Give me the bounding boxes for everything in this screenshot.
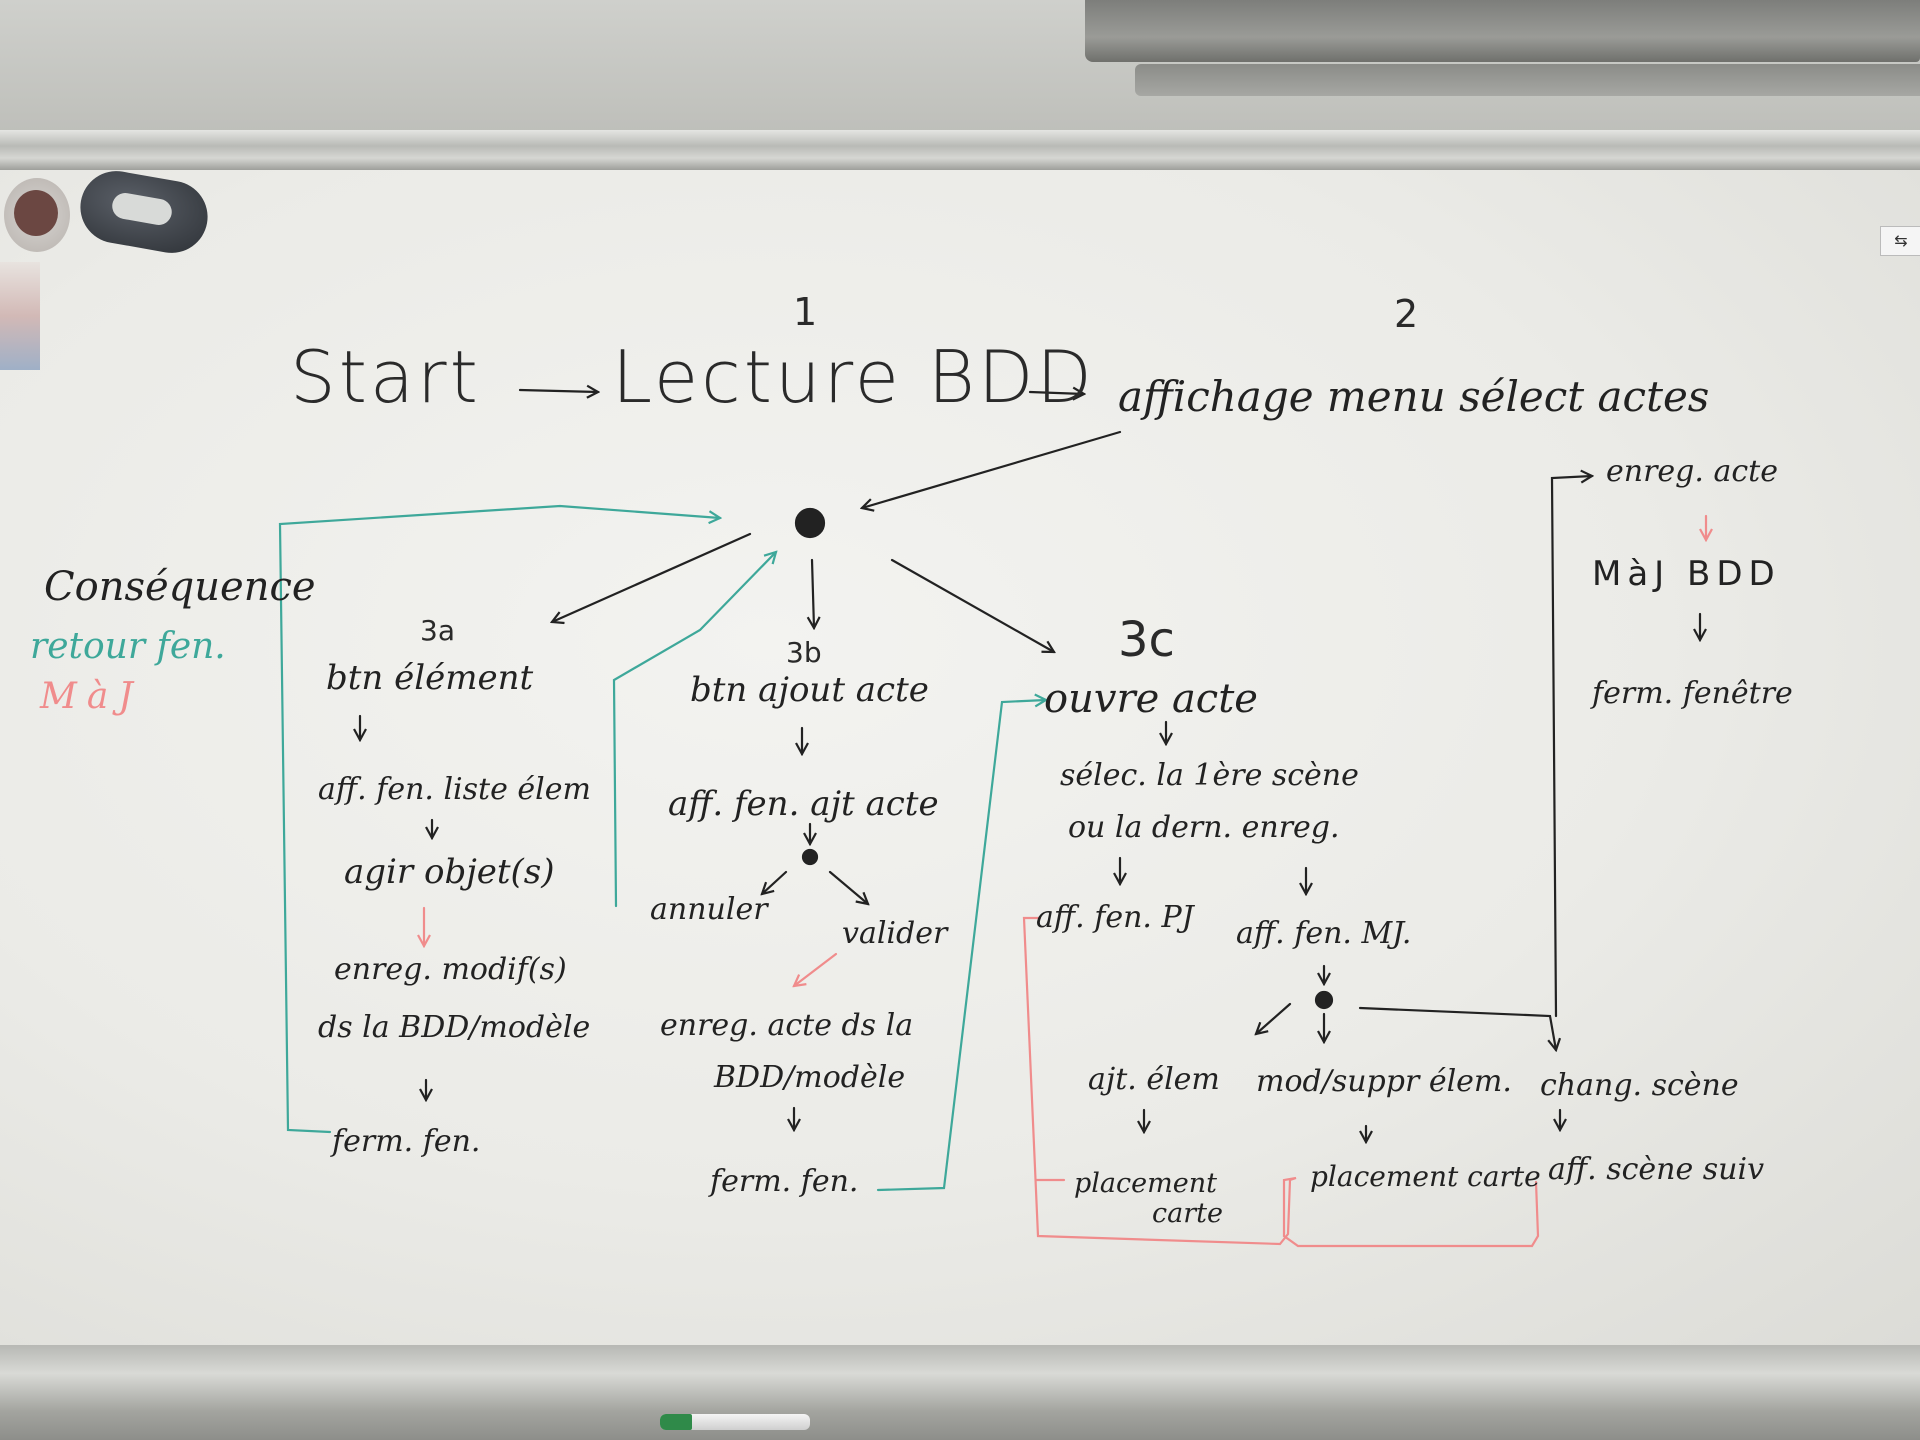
window-blind-bar — [1135, 64, 1920, 96]
branch-c-node — [1314, 990, 1334, 1010]
branch-c-place2: placement carte — [1310, 1160, 1541, 1193]
branch-c-change: chang. scène — [1540, 1068, 1739, 1103]
branch-b-cancel: annuler — [650, 892, 768, 927]
branch-a-step4: ferm. fen. — [332, 1124, 481, 1159]
legend-retour-fen: retour fen. — [30, 626, 226, 667]
branch-b-node — [801, 848, 819, 866]
arrow-to-ajt — [1256, 1002, 1292, 1034]
hub-node — [794, 507, 826, 539]
branch-b-title: btn ajout acte — [690, 670, 929, 710]
label-affichage-menu: affichage menu sélect actes — [1118, 372, 1710, 421]
arrow-hub-to-3a — [552, 532, 752, 622]
branch-b-validate: valider — [842, 916, 948, 951]
sticker-fist-icon — [14, 190, 58, 236]
branch-a-title: btn élément — [326, 658, 534, 698]
branch-c-pj: aff. fen. PJ — [1036, 900, 1194, 935]
branch-a-step3b: ds la BDD/modèle — [318, 1010, 591, 1045]
branch-c-modify: mod/suppr élem. — [1256, 1064, 1512, 1099]
branch-d-close: ferm. fenêtre — [1592, 676, 1793, 711]
whiteboard-marker[interactable] — [660, 1414, 810, 1430]
whiteboard-marker-tray — [0, 1345, 1920, 1440]
branch-d-save: enreg. acte — [1606, 454, 1778, 489]
branch-c-add: ajt. élem — [1088, 1062, 1220, 1097]
line-up-to-enreg — [1550, 476, 1592, 1018]
branch-b-step2b: BDD/modèle — [714, 1060, 906, 1095]
arrow-to-valider — [828, 870, 868, 904]
branch-c-step1a: sélec. la 1ère scène — [1060, 758, 1359, 793]
arrow-start-to-lecture — [518, 390, 598, 392]
label-3b: 3b — [786, 636, 822, 669]
arrow-menu-to-hub — [862, 430, 1122, 508]
whiteboard — [0, 170, 1920, 1345]
branch-c-title: ouvre acte — [1044, 676, 1258, 722]
branch-a-step2: agir objet(s) — [344, 852, 555, 892]
arrow-hub-to-3c — [890, 558, 1054, 652]
pink-arrow-b — [794, 952, 838, 986]
pink-bracket — [1022, 916, 1540, 1248]
legend-consequence: Conséquence — [44, 564, 316, 610]
whiteboard-top-rail — [0, 130, 1920, 170]
window-blind — [1085, 0, 1920, 62]
branch-a-step1: aff. fen. liste élem — [318, 772, 591, 807]
branch-b-step1: aff. fen. ajt acte — [668, 784, 939, 824]
teal-return-c — [876, 700, 1046, 1192]
legend-maj: MàJ — [40, 676, 143, 717]
branch-c-step1b: ou la dern. enreg. — [1068, 810, 1340, 845]
branch-c-next-scene: aff. scène suiv — [1548, 1152, 1765, 1187]
teal-return-a — [278, 504, 720, 1134]
branch-c-place1a: placement — [1074, 1168, 1217, 1199]
exit-sign-icon: ⇆ — [1880, 226, 1920, 256]
arrow-lecture-to-affichage — [1028, 392, 1084, 394]
label-step-2: 2 — [1394, 292, 1419, 336]
pinned-photo — [0, 262, 40, 370]
line-node-to-chang — [1358, 1006, 1556, 1050]
whiteboard-marker-cap — [660, 1414, 692, 1430]
branch-d-update: MàJ BDD — [1592, 554, 1781, 594]
label-3c: 3c — [1118, 612, 1175, 668]
branch-b-step3: ferm. fen. — [710, 1164, 859, 1199]
arrow-hub-to-3b — [812, 558, 814, 628]
label-3a: 3a — [420, 614, 455, 647]
branch-c-mj: aff. fen. MJ. — [1236, 916, 1412, 951]
label-lecture-bdd: Lecture BDD — [612, 335, 1095, 419]
branch-b-step2a: enreg. acte ds la — [660, 1008, 914, 1043]
arrow-to-annuler — [762, 870, 788, 894]
teal-return-b — [612, 552, 776, 908]
label-step-1: 1 — [793, 290, 818, 334]
label-start: Start — [290, 335, 481, 419]
branch-a-step3a: enreg. modif(s) — [334, 952, 567, 987]
branch-c-place1b: carte — [1152, 1198, 1223, 1229]
